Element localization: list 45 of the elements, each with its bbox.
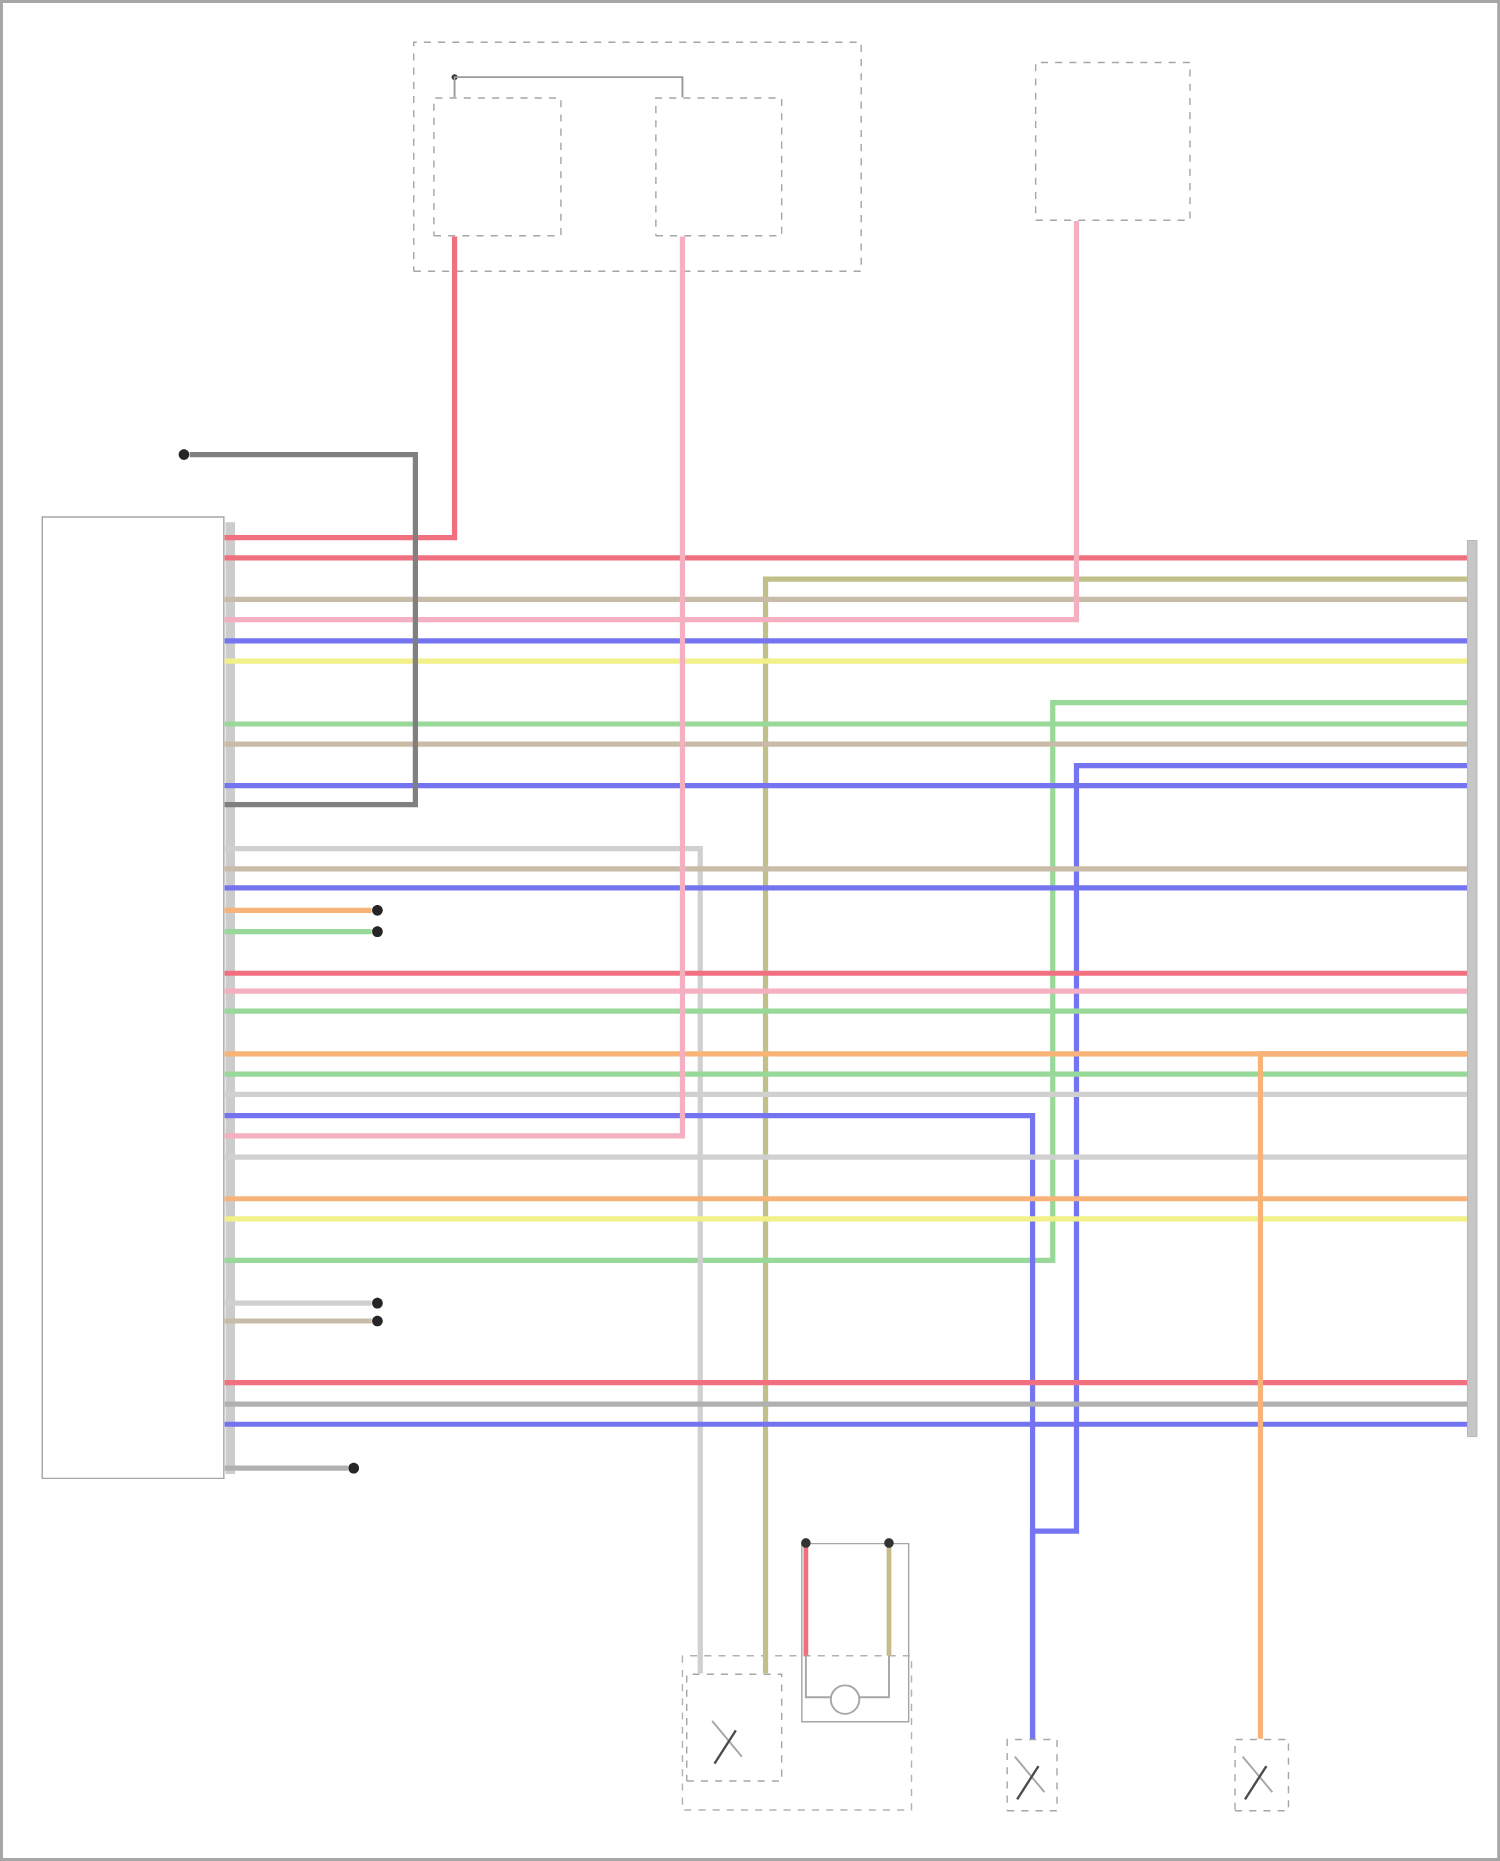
wire [224, 1113, 1036, 1739]
wire [224, 907, 372, 913]
wire [224, 638, 1467, 644]
wire [224, 970, 1467, 976]
wire [189, 451, 418, 808]
wire [224, 236, 458, 541]
wire [1257, 1051, 1467, 1739]
wire [224, 1318, 372, 1324]
wire [224, 721, 1467, 727]
wire [224, 885, 1467, 891]
wire [224, 1071, 1467, 1077]
wire [224, 866, 1467, 872]
wire [224, 555, 1467, 561]
switch-box [1234, 1738, 1290, 1812]
wire [224, 221, 1079, 623]
wire [224, 988, 1467, 994]
wire [224, 929, 372, 935]
wire [224, 1216, 1467, 1222]
switch-box [1006, 1738, 1058, 1812]
wire [224, 783, 1467, 789]
wire [224, 1300, 372, 1306]
wire [453, 76, 684, 99]
motor-box [801, 1542, 910, 1723]
wire [224, 1154, 1467, 1160]
fuse-block-outline [412, 41, 862, 273]
wire [224, 1401, 1467, 1407]
wire [224, 741, 1467, 747]
fuse-box [433, 97, 562, 237]
wire [762, 576, 1467, 1674]
wire [224, 1465, 348, 1471]
wire [224, 1091, 1467, 1097]
wire [224, 700, 1467, 1264]
wire [224, 236, 685, 1139]
fuse-box [655, 97, 783, 237]
wire [224, 1421, 1467, 1427]
fuse-box [1034, 61, 1191, 221]
wire [224, 658, 1467, 664]
connector-bar [1466, 540, 1478, 1438]
wire [224, 846, 703, 1674]
switch-box [685, 1673, 783, 1782]
wire [224, 1380, 1467, 1386]
module-box [41, 516, 225, 1480]
wire [224, 596, 1467, 602]
wire [224, 1196, 1467, 1202]
wire [224, 1008, 1467, 1014]
